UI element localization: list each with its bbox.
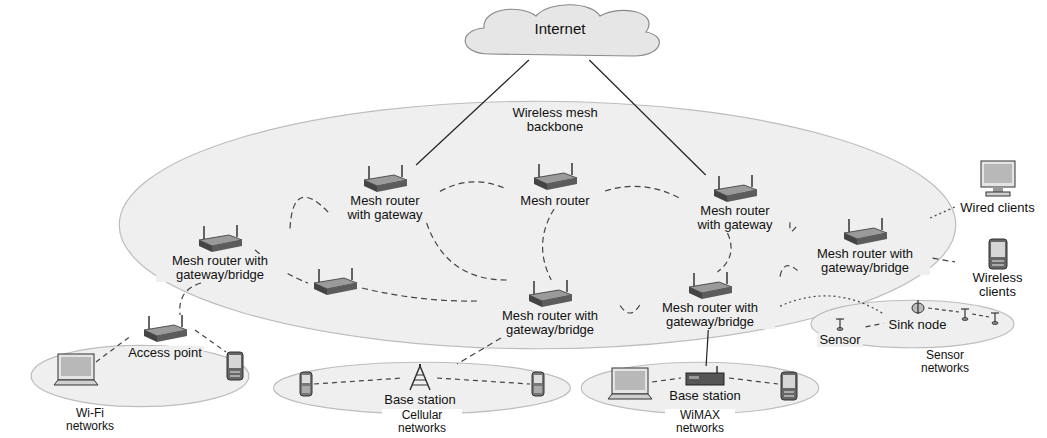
network-label: Internet [450,22,670,36]
mesh-router: Mesh router with gateway [330,165,440,223]
node-label: Mesh router with gateway/bridge [646,301,775,329]
access-point: Access point [120,315,210,361]
wireless-link [457,338,501,364]
wireless-link [928,308,959,312]
wireless-link [314,378,403,384]
wireless-link [933,258,956,262]
cellular-network: Cellular networksBase station [272,362,572,414]
wireless-link [427,223,509,280]
mesh-router: Mesh router with gateway/bridge [640,272,780,330]
network-label: Sensor networks [905,349,985,375]
router-icon [840,218,890,246]
sensor-icon [961,309,969,321]
wireless-link [780,296,884,314]
node-label: Sensor [817,333,862,347]
wireless-link [790,222,798,231]
node-label: Mesh router with gateway/bridge [486,309,615,337]
phone-icon [300,372,312,396]
wimax-network: WiMAX networksBase station [580,362,820,414]
wifi-network: Wi-Fi networks Access point [30,345,250,407]
base-station: Base station [375,364,465,408]
mesh-router: Mesh router with gateway/bridge [150,225,290,283]
wireless-link [180,283,201,315]
network-label: WiMAX networks [665,409,735,435]
laptop-icon [54,354,98,385]
network-label: Wireless mesh backbone [505,106,605,134]
network-label: Cellular networks [382,409,462,435]
sink-icon [908,300,928,315]
sensor-icon [991,313,999,325]
pda-icon [987,238,1009,270]
phone-icon [532,372,544,396]
wimax-icon [683,366,727,386]
router-icon [195,225,245,253]
wired-link [589,60,705,175]
wired-link [706,330,708,366]
wireless-link [718,233,732,272]
wireless-link [543,209,555,280]
wireless-link [729,378,778,384]
sensor: Sensor [814,316,865,348]
router-icon [710,175,760,203]
tower-icon [405,364,435,390]
node-label: Wired clients [958,201,1036,215]
node-label: Access point [126,346,204,360]
mesh-router: Mesh router with gateway/bridge [798,218,933,276]
node-label: Mesh router with gateway/bridge [156,254,285,282]
wireless-link [290,197,330,228]
sensor-network: Sensor networks SensorSink node [810,300,1015,348]
router-icon [530,163,580,191]
pda-icon [781,372,797,400]
node-label: Mesh router with gateway [338,194,432,222]
mesh-router: Mesh router with gateway/bridge [480,280,620,338]
monitor-icon [978,160,1018,198]
wireless-link [972,314,989,317]
laptop-icon [608,368,652,399]
router-icon [685,272,735,300]
wireless-link [437,378,530,384]
router-icon [360,165,410,193]
wireless-link [866,323,884,327]
wireless-link [780,266,798,277]
base-station: Base station [660,366,750,404]
node-label: Mesh router with gateway/bridge [801,247,930,275]
router-icon [140,315,190,343]
wireless-link [652,378,681,382]
wireless-client: Wireless clients [955,238,1040,300]
network-label: Wi-Fi networks [55,407,125,433]
wireless-link [362,288,477,301]
wireless-link [440,182,505,192]
node-label: Base station [382,393,458,407]
node-label: Mesh router with gateway [688,204,782,232]
ellipse-outline [580,362,820,414]
wireless-link [605,186,680,198]
router-icon [525,280,575,308]
mesh-router-icon [314,268,357,295]
mesh-router: Mesh router with gateway [680,175,790,233]
node-label: Base station [667,389,743,403]
node-label: Mesh router [518,194,591,208]
sensor-icon [835,316,845,330]
wireless-link [620,305,640,314]
wired-client: Wired clients [955,160,1040,216]
internet-cloud: Internet [450,2,670,60]
wireless-link [930,207,955,218]
mesh-router: Mesh router [505,163,605,209]
mesh-backbone: Wireless mesh backbone Mesh router with … [115,100,960,350]
sink-node: Sink node [884,300,952,333]
pda-icon [227,352,243,380]
node-label: Wireless clients [961,271,1035,299]
node-label: Sink node [887,318,949,332]
